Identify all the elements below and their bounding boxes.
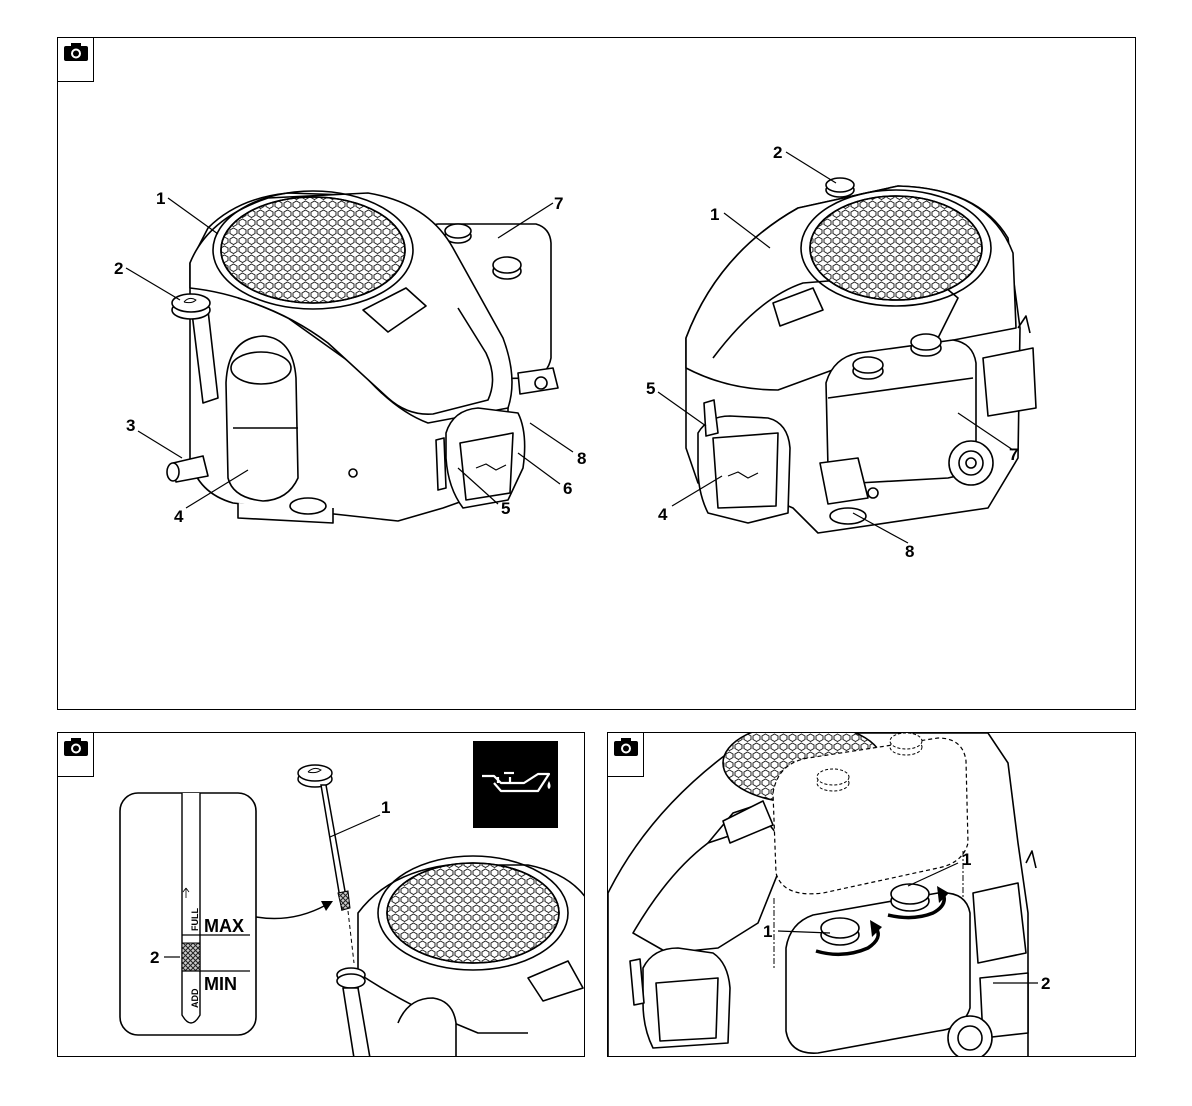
- dipstick-crosshatch: [182, 943, 200, 971]
- fuel-tank-panel: 1 1 2: [607, 732, 1136, 1057]
- engine-partial: [337, 856, 585, 1057]
- callout-1-dipstick: 1: [381, 798, 390, 817]
- engine-views: 1 2 3 4 5 6 7 8: [58, 38, 1136, 710]
- add-label: ADD: [190, 988, 200, 1008]
- callout-5: 5: [501, 499, 510, 518]
- oil-can-icon: [473, 741, 558, 828]
- engine-left: [167, 191, 558, 523]
- dipstick-illustration: FULL ADD MAX MIN 2 1: [58, 733, 585, 1057]
- callout-1b-fuel: 1: [962, 850, 971, 869]
- callout-5r: 5: [646, 379, 655, 398]
- callout-1a-fuel: 1: [763, 922, 772, 941]
- dipstick-panel: FULL ADD MAX MIN 2 1: [57, 732, 585, 1057]
- full-label: FULL: [190, 908, 200, 931]
- callout-2r: 2: [773, 143, 782, 162]
- callout-6: 6: [563, 479, 572, 498]
- callout-4r: 4: [658, 505, 668, 524]
- callout-1: 1: [156, 189, 165, 208]
- fuel-tank-illustration: 1 1 2: [608, 733, 1136, 1057]
- dipstick-full: [298, 765, 350, 910]
- callout-3: 3: [126, 416, 135, 435]
- callout-2: 2: [114, 259, 123, 278]
- callout-1r: 1: [710, 205, 719, 224]
- min-label: MIN: [204, 974, 237, 994]
- max-label: MAX: [204, 916, 244, 936]
- callout-2-fuel: 2: [1041, 974, 1050, 993]
- callout-8: 8: [577, 449, 586, 468]
- callout-2-dipstick: 2: [150, 948, 159, 967]
- top-panel: 1 2 3 4 5 6 7 8: [57, 37, 1136, 710]
- dipstick-blade: [182, 793, 200, 1023]
- engine-right: [686, 178, 1036, 533]
- callout-7r: 7: [1009, 445, 1018, 464]
- callout-8r: 8: [905, 542, 914, 561]
- callout-4: 4: [174, 507, 184, 526]
- callout-7: 7: [554, 194, 563, 213]
